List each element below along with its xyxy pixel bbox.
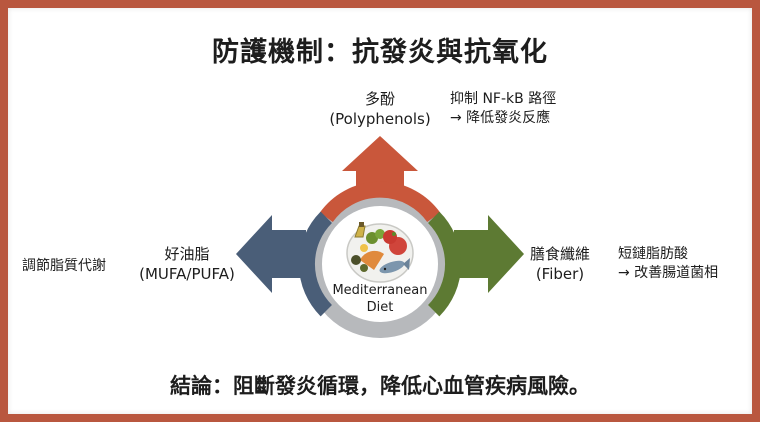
fiber-effect-line2: → 改善腸道菌相 bbox=[618, 265, 719, 281]
conclusion-text: 結論：阻斷發炎循環，降低心血管疾病風險。 bbox=[170, 374, 590, 398]
polyphenols-name: 多酚 bbox=[364, 90, 395, 108]
diagram-frame: 防護機制：抗發炎與抗氧化 bbox=[8, 8, 752, 414]
mediterranean-food-icon bbox=[346, 222, 414, 283]
polyphenols-label: 多酚 (Polyphenols) bbox=[320, 89, 440, 129]
center-label: Mediterranean Diet bbox=[330, 282, 430, 316]
fiber-label: 膳食纖維 (Fiber) bbox=[518, 244, 602, 284]
good-fats-name: 好油脂 bbox=[164, 245, 210, 263]
fiber-name: 膳食纖維 bbox=[529, 245, 590, 263]
good-fats-label: 好油脂 (MUFA/PUFA) bbox=[132, 244, 242, 284]
fiber-sub: (Fiber) bbox=[535, 265, 585, 283]
polyphenols-sub: (Polyphenols) bbox=[329, 110, 431, 128]
diagram-title: 防護機制：抗發炎與抗氧化 bbox=[212, 37, 548, 68]
polyphenols-effect-line1: 抑制 NF-kB 路徑 bbox=[450, 91, 557, 107]
fiber-effect: 短鏈脂肪酸 → 改善腸道菌相 bbox=[618, 245, 718, 283]
good-fats-sub: (MUFA/PUFA) bbox=[139, 265, 235, 283]
left-arrow bbox=[236, 215, 306, 293]
fiber-effect-line1: 短鏈脂肪酸 bbox=[618, 246, 688, 262]
mechanism-diagram bbox=[236, 136, 524, 338]
center-label-line2: Diet bbox=[366, 300, 394, 315]
good-fats-effect: 調節脂質代謝 bbox=[22, 257, 106, 276]
center-label-line1: Mediterranean bbox=[332, 283, 428, 298]
polyphenols-effect: 抑制 NF-kB 路徑 → 降低發炎反應 bbox=[450, 90, 556, 128]
polyphenols-effect-line2: → 降低發炎反應 bbox=[450, 110, 551, 126]
good-fats-effect-line1: 調節脂質代謝 bbox=[22, 258, 106, 274]
right-arrow bbox=[454, 215, 524, 293]
